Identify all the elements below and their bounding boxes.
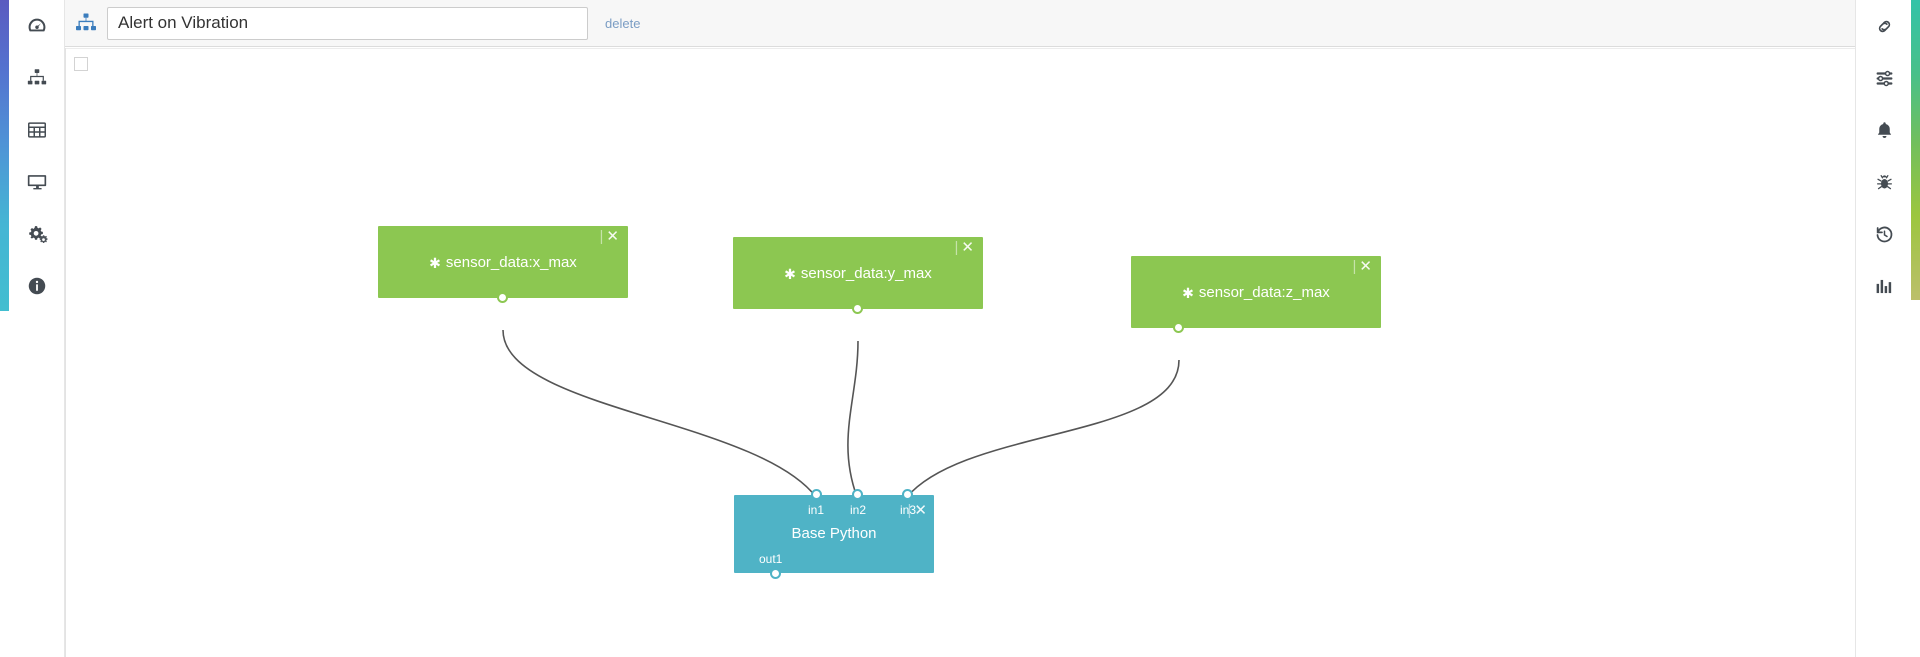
flow-canvas[interactable]: |✕ ✱sensor_data:x_max |✕ ✱sensor_data:y_… xyxy=(66,48,1896,657)
flow-node-sensor-data-y-max[interactable]: |✕ ✱sensor_data:y_max xyxy=(733,237,983,314)
link-icon[interactable] xyxy=(1856,0,1912,52)
edge-z-max-to-in3 xyxy=(906,359,1180,498)
node-input-port-in2[interactable] xyxy=(852,489,863,500)
right-tools-rail xyxy=(1855,0,1911,657)
node-output-port[interactable] xyxy=(497,292,508,303)
node-output-port[interactable] xyxy=(852,303,863,314)
flow-node-sensor-data-z-max[interactable]: |✕ ✱sensor_data:z_max xyxy=(1131,256,1381,333)
monitor-icon[interactable] xyxy=(9,156,65,208)
edge-y-max-to-in2 xyxy=(847,340,859,498)
chart-bar-icon[interactable] xyxy=(1856,260,1912,312)
delete-flow-link[interactable]: delete xyxy=(605,15,641,31)
node-output-port-out1[interactable] xyxy=(770,568,781,579)
bug-icon[interactable] xyxy=(1856,156,1912,208)
input-label-in3: in3 xyxy=(899,503,916,517)
right-accent-strip xyxy=(1911,0,1920,300)
sitemap-icon xyxy=(65,0,107,47)
flow-node-base-python[interactable]: |✕ in1 in2 in3 Base Python out1 xyxy=(734,489,934,579)
gears-icon[interactable] xyxy=(9,208,65,260)
node-close-icon[interactable]: |✕ xyxy=(599,228,620,245)
flow-edges xyxy=(502,329,1180,498)
edge-x-max-to-in1 xyxy=(502,329,817,498)
output-label-out1: out1 xyxy=(759,552,783,566)
node-label: ✱sensor_data:z_max xyxy=(1182,284,1330,301)
node-label: ✱sensor_data:x_max xyxy=(429,254,577,271)
sliders-icon[interactable] xyxy=(1856,52,1912,104)
node-input-port-in1[interactable] xyxy=(811,489,822,500)
node-input-port-in3[interactable] xyxy=(902,489,913,500)
left-navigation-rail xyxy=(9,0,65,657)
dashboard-icon[interactable] xyxy=(9,0,65,52)
input-label-in1: in1 xyxy=(807,503,824,517)
flow-node-sensor-data-x-max[interactable]: |✕ ✱sensor_data:x_max xyxy=(378,226,628,303)
node-label: Base Python xyxy=(791,525,877,542)
bell-icon[interactable] xyxy=(1856,104,1912,156)
flow-header-bar: delete xyxy=(65,0,1911,47)
info-icon[interactable] xyxy=(9,260,65,312)
asterisk-icon: ✱ xyxy=(784,266,796,282)
table-icon[interactable] xyxy=(9,104,65,156)
flow-canvas-wrapper: |✕ ✱sensor_data:x_max |✕ ✱sensor_data:y_… xyxy=(65,48,1911,657)
sitemap-icon[interactable] xyxy=(9,52,65,104)
node-close-icon[interactable]: |✕ xyxy=(907,502,928,519)
asterisk-icon: ✱ xyxy=(429,255,441,271)
left-accent-strip xyxy=(0,0,9,311)
resize-handle[interactable] xyxy=(74,57,88,71)
asterisk-icon: ✱ xyxy=(1182,285,1194,301)
flow-title-input[interactable] xyxy=(107,6,588,40)
node-output-port[interactable] xyxy=(1173,322,1184,333)
node-label: ✱sensor_data:y_max xyxy=(784,265,932,282)
input-label-in2: in2 xyxy=(849,503,866,517)
history-icon[interactable] xyxy=(1856,208,1912,260)
node-close-icon[interactable]: |✕ xyxy=(1352,258,1373,275)
node-close-icon[interactable]: |✕ xyxy=(954,239,975,256)
